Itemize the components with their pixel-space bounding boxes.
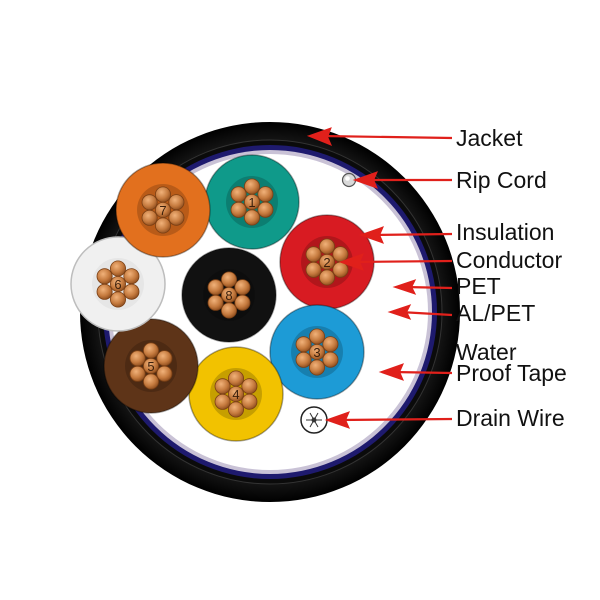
conductor-strand (309, 328, 325, 345)
conductor-strand (156, 365, 173, 382)
conductor-strand (228, 401, 244, 418)
conductor-strand (234, 279, 251, 296)
conductor-strand (129, 350, 146, 367)
label-water-line1: Water (456, 339, 517, 365)
label-al-pet: AL/PET (456, 300, 535, 326)
conductor-strand (230, 186, 247, 203)
conductor-strand (110, 260, 126, 277)
conductor-strand (168, 209, 185, 226)
conductor-strand (332, 246, 349, 263)
core-number: 7 (159, 203, 166, 218)
conductor-strand (123, 268, 140, 285)
conductor-strand (141, 194, 158, 211)
label-pet: PET (456, 273, 501, 299)
core-1: 1 (204, 154, 300, 250)
core-2: 2 (279, 214, 375, 310)
core-number: 8 (225, 288, 232, 303)
rip-cord (341, 172, 357, 188)
arrow-pet (392, 279, 453, 295)
conductor-strand (143, 373, 159, 390)
arrow-jacket (306, 127, 453, 147)
conductor-strand (319, 238, 335, 255)
conductor-strand (141, 209, 158, 226)
conductor-strand (207, 279, 224, 296)
conductor-strand (244, 209, 260, 226)
conductor-strand (155, 217, 171, 234)
core-6: 6 (70, 236, 166, 332)
core-number: 5 (147, 359, 154, 374)
conductor-strand (241, 393, 258, 410)
conductor-strand (221, 302, 237, 319)
core-8: 8 (181, 247, 277, 343)
conductor-strand (244, 178, 260, 195)
label-insulation: Insulation (456, 219, 554, 245)
conductor-strand (214, 393, 231, 410)
conductor-strand (295, 351, 312, 368)
conductor-strand (143, 342, 159, 359)
core-number: 2 (323, 255, 330, 270)
conductor-strand (234, 294, 251, 311)
arrow-conductor (338, 253, 453, 271)
conductor-strand (319, 269, 335, 286)
label-jacket: Jacket (456, 125, 523, 151)
label-rip-cord: Rip Cord (456, 167, 547, 193)
conductor-strand (295, 336, 312, 353)
core-3: 3 (269, 304, 365, 400)
conductor-strand (230, 201, 247, 218)
conductor-strand (156, 350, 173, 367)
label-drain-wire: Drain Wire (456, 405, 565, 431)
conductor-strand (214, 378, 231, 395)
label-conductor: Conductor (456, 247, 562, 273)
label-water-line2: Proof Tape (456, 360, 567, 386)
arrow-insulation (358, 226, 453, 244)
conductor-strand (309, 359, 325, 376)
core-number: 4 (232, 387, 239, 402)
conductor-strand (129, 365, 146, 382)
conductor-strand (155, 186, 171, 203)
callout-arrows (306, 127, 453, 429)
core-number: 6 (114, 277, 121, 292)
arrow-drain-wire (324, 411, 453, 429)
arrow-rip-cord (352, 171, 452, 189)
conductor-strand (305, 246, 322, 263)
conductor-strand (228, 370, 244, 387)
cores-group: 1 2 3 4 5 6 7 (70, 154, 375, 442)
conductor-strand (322, 336, 339, 353)
conductor-strand (257, 201, 274, 218)
core-number: 3 (313, 345, 320, 360)
conductor-strand (241, 378, 258, 395)
drain-wire (300, 406, 328, 434)
conductor-strand (96, 268, 113, 285)
conductor-strand (96, 283, 113, 300)
core-4: 4 (188, 346, 284, 442)
callout-labels: Jacket Rip Cord Insulation Conductor PET… (456, 125, 567, 431)
arrow-water-proof-tape (378, 363, 453, 381)
arrow-al-pet (387, 304, 453, 320)
conductor-strand (168, 194, 185, 211)
conductor-strand (322, 351, 339, 368)
core-number: 1 (248, 195, 255, 210)
core-7: 7 (115, 162, 211, 258)
conductor-strand (305, 261, 322, 278)
conductor-strand (207, 294, 224, 311)
conductor-strand (123, 283, 140, 300)
conductor-strand (110, 291, 126, 308)
conductor-strand (257, 186, 274, 203)
core-5: 5 (103, 318, 199, 414)
conductor-strand (221, 271, 237, 288)
